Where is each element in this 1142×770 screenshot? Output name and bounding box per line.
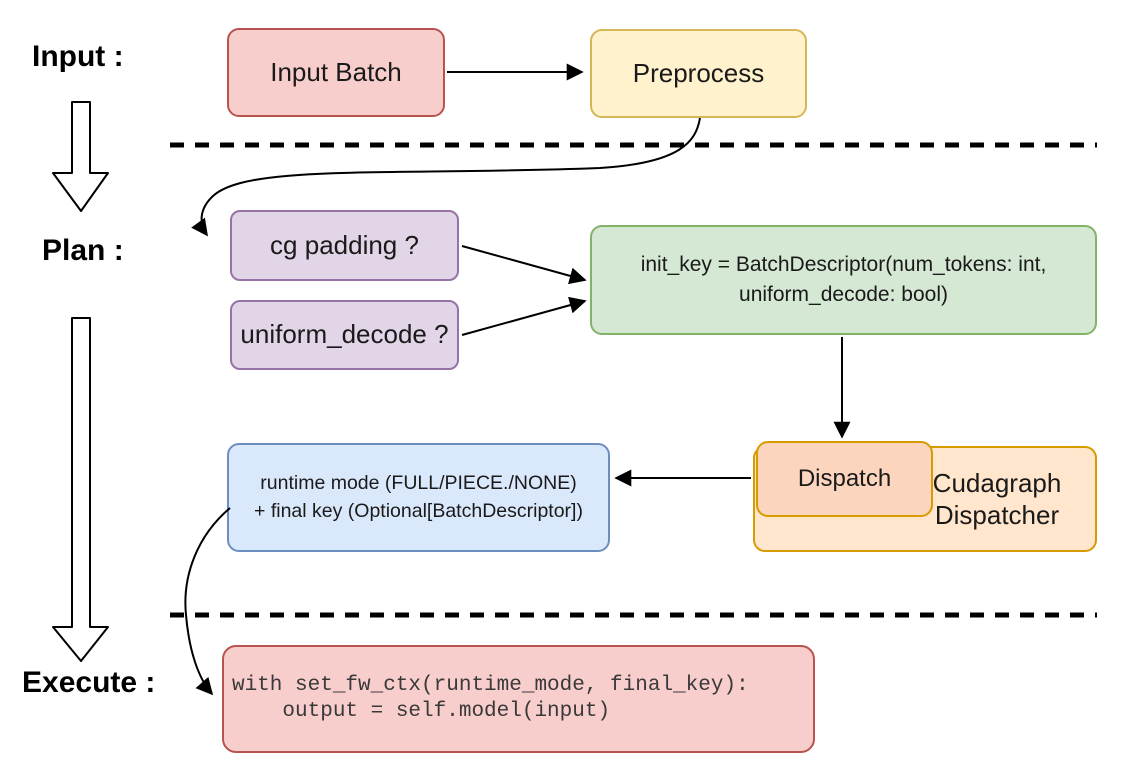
node-dispatch: Dispatch: [756, 441, 933, 517]
node-dispatch-label: Dispatch: [797, 465, 892, 493]
section-label-execute: Execute :: [22, 666, 156, 699]
node-runtime-mode-line1: runtime mode (FULL/PIECE./NONE): [260, 472, 577, 495]
hollow-arrow-input-to-plan: [52, 101, 109, 212]
node-cudagraph-dispatcher-label: Cudagraph Dispatcher: [932, 467, 1062, 531]
arrow-uniformdecode-to-initkey: [461, 296, 587, 336]
arrow-cgpadding-to-initkey: [461, 245, 587, 285]
node-cg-padding: cg padding ?: [230, 210, 459, 281]
execute-code-line2: output = self.model(input): [232, 700, 611, 723]
node-execute-code: with set_fw_ctx(runtime_mode, final_key)…: [222, 645, 815, 753]
node-preprocess-label: Preprocess: [632, 57, 765, 88]
node-preprocess: Preprocess: [590, 29, 807, 118]
node-init-key-line2: uniform_decode: bool): [739, 283, 948, 306]
execute-code-line1: with set_fw_ctx(runtime_mode, final_key)…: [232, 673, 749, 697]
node-input-batch: Input Batch: [227, 28, 445, 117]
node-runtime-mode: runtime mode (FULL/PIECE./NONE) + final …: [227, 443, 610, 552]
node-runtime-mode-line2: + final key (Optional[BatchDescriptor]): [254, 499, 583, 522]
node-uniform-decode: uniform_decode ?: [230, 300, 459, 370]
node-cg-padding-label: cg padding ?: [270, 229, 419, 260]
node-uniform-decode-label: uniform_decode ?: [240, 319, 449, 350]
node-input-batch-label: Input Batch: [270, 56, 402, 87]
hollow-arrow-plan-to-execute: [52, 317, 109, 662]
node-init-key: init_key = BatchDescriptor(num_tokens: i…: [590, 225, 1097, 335]
section-label-plan: Plan :: [42, 234, 124, 267]
node-init-key-line1: init_key = BatchDescriptor(num_tokens: i…: [640, 253, 1047, 277]
section-label-input: Input :: [32, 40, 124, 73]
